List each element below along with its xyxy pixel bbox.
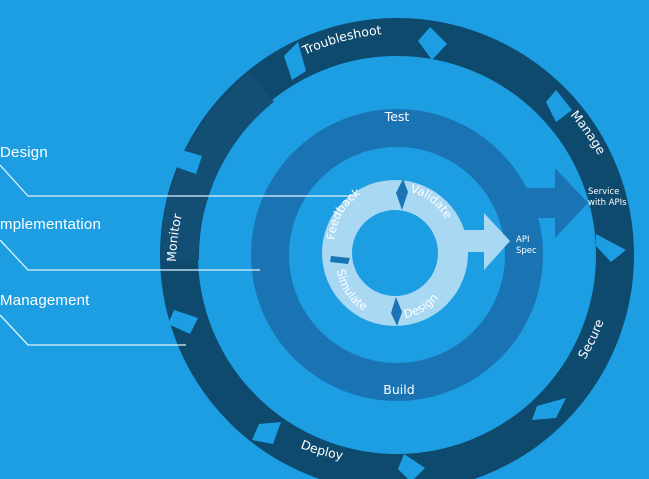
service-line1: Service xyxy=(588,187,619,197)
connector-lines xyxy=(0,164,356,346)
api-spec-arrow xyxy=(440,213,510,270)
design-connector xyxy=(0,164,356,197)
outer-ring-chevrons xyxy=(168,27,626,479)
service-line2: with APIs xyxy=(588,198,627,208)
side-label-design: Design xyxy=(0,144,48,161)
middle-ring xyxy=(251,109,543,401)
management-connector xyxy=(0,314,186,346)
outer-ring-segment xyxy=(160,72,275,261)
implementation-connector xyxy=(0,239,260,271)
inner-ring-dividers xyxy=(330,179,408,326)
api-spec-line2: Spec xyxy=(516,246,537,256)
service-arrow xyxy=(498,168,588,238)
side-label-implementation: mplementation xyxy=(0,216,101,233)
build-label: Build xyxy=(383,382,414,397)
side-label-management: Management xyxy=(0,292,90,309)
test-label: Test xyxy=(384,109,410,124)
api-spec-line1: API xyxy=(516,235,529,245)
